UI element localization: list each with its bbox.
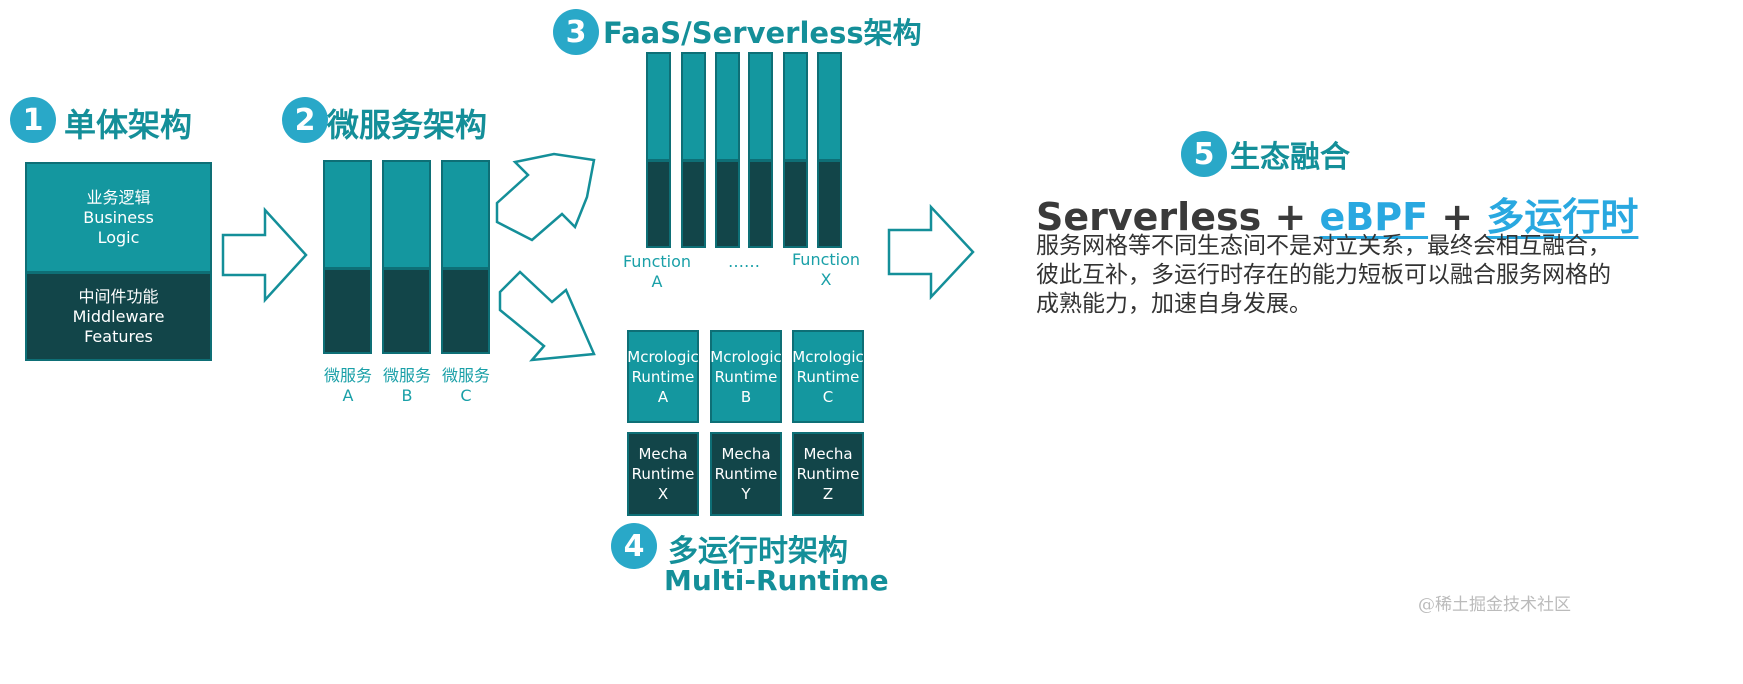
mecha-runtime-y: Mecha Runtime Y xyxy=(710,432,782,516)
section-3-title: FaaS/Serverless架构 xyxy=(603,16,922,50)
section-2-badge: 2 xyxy=(282,97,328,143)
business-label-en1: Business xyxy=(83,207,154,227)
function-bar-6-top xyxy=(817,52,842,161)
function-bar-5-bottom xyxy=(783,160,808,248)
microservice-c-bottom xyxy=(441,268,490,354)
section-4-subtitle: Multi-Runtime xyxy=(664,564,889,597)
middleware-label-en1: Middleware xyxy=(72,306,165,326)
section-4-title: 多运行时架构 xyxy=(668,534,848,569)
microservice-b-bottom xyxy=(382,268,431,354)
middleware-box: 中间件功能 Middleware Features xyxy=(25,272,212,361)
microservice-a-top xyxy=(323,160,372,269)
section-3-badge: 3 xyxy=(553,9,599,55)
function-bar-2-bottom xyxy=(681,160,706,248)
section-2-title: 微服务架构 xyxy=(327,106,488,144)
term-serverless: Serverless xyxy=(1036,195,1262,239)
mecha-runtime-z: Mecha Runtime Z xyxy=(792,432,864,516)
function-bar-5-top xyxy=(783,52,808,161)
function-bar-1-top xyxy=(646,52,671,161)
arrow-right-icon xyxy=(221,206,308,304)
arrow-right-icon xyxy=(887,203,975,301)
function-bar-4-top xyxy=(748,52,773,161)
mcrologic-runtime-c: Mcrologic Runtime C xyxy=(792,330,864,423)
business-label-cn: 业务逻辑 xyxy=(86,187,151,207)
function-bar-3-bottom xyxy=(715,160,740,248)
ecosystem-description: 服务网格等不同生态间不是对立关系，最终会相互融合，彼此互补，多运行时存在的能力短… xyxy=(1036,233,1611,317)
microservice-c-top xyxy=(441,160,490,269)
section-4-badge: 4 xyxy=(611,523,657,569)
plus-sign-1: + xyxy=(1274,195,1307,239)
plus-sign-2: + xyxy=(1441,195,1474,239)
business-logic-box: 业务逻辑 Business Logic xyxy=(25,162,212,273)
arrow-up-right-icon xyxy=(495,152,596,242)
ecosystem-equation: Serverless + eBPF + 多运行时 xyxy=(1036,186,1638,241)
function-bar-4-bottom xyxy=(748,160,773,248)
function-bar-2-top xyxy=(681,52,706,161)
mcrologic-runtime-b: Mcrologic Runtime B xyxy=(710,330,782,423)
section-1-title: 单体架构 xyxy=(64,106,193,144)
function-bar-3-top xyxy=(715,52,740,161)
function-bar-6-bottom xyxy=(817,160,842,248)
term-multi-runtime: 多运行时 xyxy=(1486,195,1639,239)
microservice-b-top xyxy=(382,160,431,269)
section-5-badge: 5 xyxy=(1181,131,1227,177)
middleware-label-cn: 中间件功能 xyxy=(78,286,159,306)
watermark: @稀土掘金技术社区 xyxy=(1418,595,1571,615)
microservice-a-bottom xyxy=(323,268,372,354)
mecha-runtime-x: Mecha Runtime X xyxy=(627,432,699,516)
section-1-badge: 1 xyxy=(10,97,56,143)
function-bar-1-bottom xyxy=(646,160,671,248)
function-ellipsis: …… xyxy=(728,252,760,271)
middleware-label-en2: Features xyxy=(84,326,153,346)
arrow-down-right-icon xyxy=(498,270,596,362)
mcrologic-runtime-a: Mcrologic Runtime A xyxy=(627,330,699,423)
term-ebpf: eBPF xyxy=(1319,195,1429,239)
section-5-title: 生态融合 xyxy=(1230,140,1350,175)
business-label-en2: Logic xyxy=(97,227,140,247)
